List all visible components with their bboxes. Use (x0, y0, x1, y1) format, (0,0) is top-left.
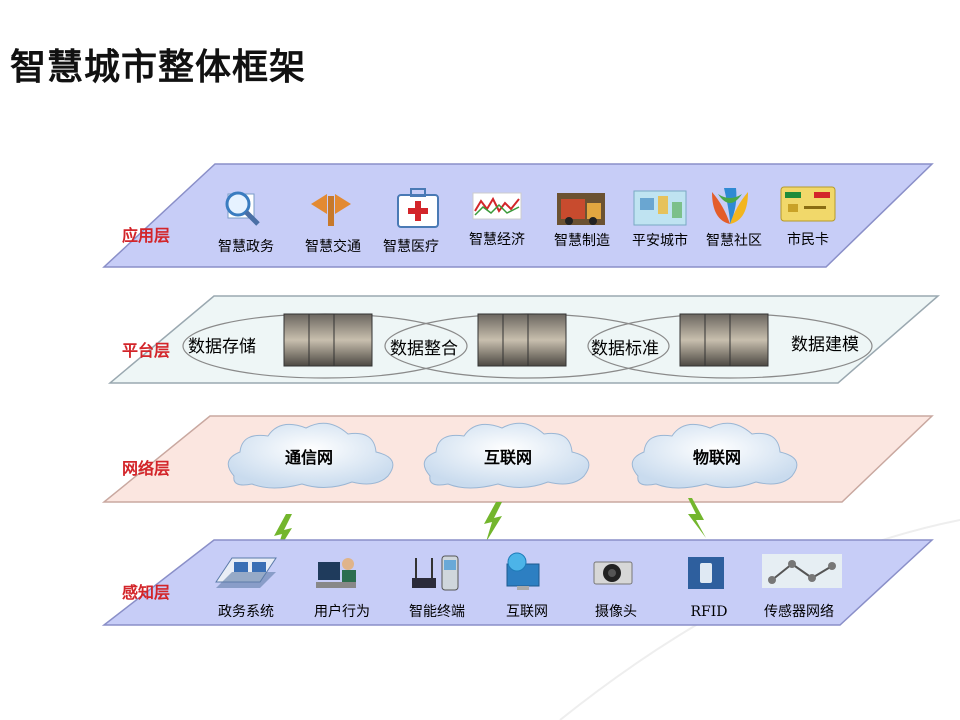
first-aid-kit-icon (397, 188, 439, 228)
computer-user-icon (316, 558, 356, 588)
server-rack-icon (679, 313, 769, 367)
app-item-label: 智慧交通 (305, 238, 361, 255)
sensing-item-label: RFID (690, 604, 727, 620)
globe-monitor-icon (506, 552, 540, 590)
sensing-item-label: 智能终端 (409, 604, 465, 620)
monitor-windows-icon (215, 557, 277, 588)
platform-item-label: 数据标准 (591, 339, 659, 359)
camera-icon (593, 561, 633, 585)
app-item-label: 智慧政务 (218, 239, 274, 255)
application-layer: 应用层 (102, 163, 934, 268)
platform-item-label: 数据整合 (390, 339, 458, 359)
router-phone-icon (412, 555, 459, 591)
sensing-item-label: 摄像头 (595, 604, 637, 620)
platform-layer-label: 平台层 (122, 341, 170, 360)
sensing-item-label: 政务系统 (218, 604, 274, 620)
network-item-label: 物联网 (693, 448, 741, 467)
stock-chart-icon (472, 192, 522, 220)
sensing-layer-label: 感知层 (122, 583, 170, 602)
platform-layer: 平台层 数据存储 数据整合 数据标准 数据建模 (107, 295, 941, 384)
sensing-item-label: 用户行为 (314, 603, 370, 620)
platform-item-label: 数据建模 (791, 335, 859, 355)
cloud-icon (423, 422, 590, 489)
app-item-label: 智慧社区 (706, 233, 762, 249)
wireless-link-icon (484, 502, 502, 542)
truck-icon (557, 193, 605, 225)
sensing-layer: 感知层 (101, 539, 934, 626)
platform-item-label: 数据存储 (188, 337, 256, 357)
city-map-icon (633, 190, 687, 226)
app-item-label: 平安城市 (632, 232, 688, 249)
app-item-label: 智慧医疗 (383, 239, 439, 255)
sensor-network-icon (762, 554, 842, 588)
app-item-label: 市民卡 (787, 231, 829, 248)
server-rack-icon (477, 313, 567, 367)
server-rack-icon (283, 313, 373, 367)
wireless-link-icon (688, 498, 706, 538)
page-title: 智慧城市整体框架 (10, 47, 307, 88)
app-item-label: 智慧经济 (469, 232, 525, 248)
network-item-label: 通信网 (285, 448, 333, 467)
sensing-item-label: 传感器网络 (764, 603, 834, 620)
cloud-icon (631, 422, 798, 489)
network-layer-label: 网络层 (122, 459, 170, 478)
citizen-card-icon (780, 186, 836, 222)
rfid-tag-icon (688, 557, 724, 589)
wireless-link-icon (274, 514, 292, 554)
magnifier-document-icon (225, 191, 260, 226)
sensing-item-label: 互联网 (506, 604, 548, 620)
network-item-label: 互联网 (484, 448, 532, 467)
community-logo-icon (712, 188, 748, 224)
app-item-label: 智慧制造 (554, 233, 610, 249)
network-layer: 网络层 通信网 互联网 物联网 (101, 415, 934, 503)
cloud-icon (227, 422, 394, 489)
application-layer-label: 应用层 (122, 226, 170, 245)
road-sign-icon (311, 194, 351, 226)
